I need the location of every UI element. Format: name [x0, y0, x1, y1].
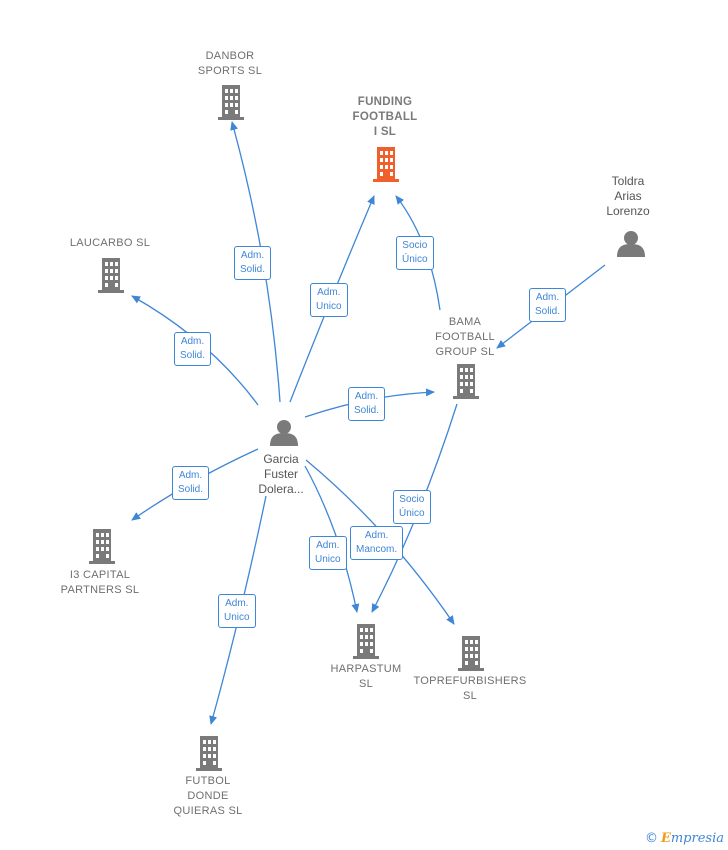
- brand-e: E: [660, 831, 671, 846]
- funding-building-icon[interactable]: [373, 147, 399, 182]
- edge-label-garcia-harpastum[interactable]: Adm. Unico: [309, 536, 347, 570]
- futbol-label[interactable]: FUTBOL DONDE QUIERAS SL: [173, 775, 243, 817]
- edge-label-toldra-bama[interactable]: Adm. Solid.: [529, 288, 567, 322]
- edge-label-bama-funding[interactable]: Socio Único: [396, 236, 434, 270]
- brand-text: mpresia: [670, 831, 724, 846]
- laucarbo-label[interactable]: LAUCARBO SL: [69, 237, 151, 249]
- funding-label[interactable]: FUNDING FOOTBALL I SL: [352, 96, 418, 138]
- bama-label[interactable]: BAMA FOOTBALL GROUP SL: [435, 316, 495, 358]
- toprefurbishers-building-icon[interactable]: [458, 636, 484, 671]
- edge-label-garcia-danbor[interactable]: Adm. Solid.: [234, 246, 272, 280]
- toldra-person-icon[interactable]: [617, 231, 645, 257]
- futbol-building-icon[interactable]: [196, 736, 222, 771]
- toldra-label[interactable]: Toldra Arias Lorenzo: [606, 174, 650, 218]
- bama-building-icon[interactable]: [453, 364, 479, 399]
- toprefurbishers-label[interactable]: TOPREFURBISHERS SL: [413, 675, 527, 702]
- danbor-label[interactable]: DANBOR SPORTS SL: [197, 50, 263, 77]
- harpastum-label[interactable]: HARPASTUM SL: [330, 663, 402, 690]
- i3-building-icon[interactable]: [89, 529, 115, 564]
- edge-label-bama-harpastum[interactable]: Socio Único: [393, 490, 431, 524]
- edge-label-garcia-laucarbo[interactable]: Adm. Solid.: [174, 332, 212, 366]
- edge-label-garcia-funding[interactable]: Adm. Unico: [310, 283, 348, 317]
- edge-label-garcia-toprefurbishers[interactable]: Adm. Mancom.: [350, 526, 404, 560]
- laucarbo-building-icon[interactable]: [98, 258, 124, 293]
- copyright-icon: ©: [644, 831, 658, 846]
- danbor-building-icon[interactable]: [218, 85, 244, 120]
- garcia-person-icon[interactable]: [270, 420, 298, 446]
- edge-label-garcia-i3[interactable]: Adm. Solid.: [172, 466, 210, 500]
- harpastum-building-icon[interactable]: [353, 624, 379, 659]
- edge-garcia-harpastum: [304, 465, 360, 613]
- edge-label-garcia-bama[interactable]: Adm. Solid.: [348, 387, 386, 421]
- i3-label[interactable]: I3 CAPITAL PARTNERS SL: [60, 569, 140, 596]
- garcia-label[interactable]: Garcia Fuster Dolera...: [258, 452, 304, 496]
- edge-label-garcia-futbol[interactable]: Adm. Unico: [218, 594, 256, 628]
- empresia-logo[interactable]: ©Empresia: [645, 831, 724, 846]
